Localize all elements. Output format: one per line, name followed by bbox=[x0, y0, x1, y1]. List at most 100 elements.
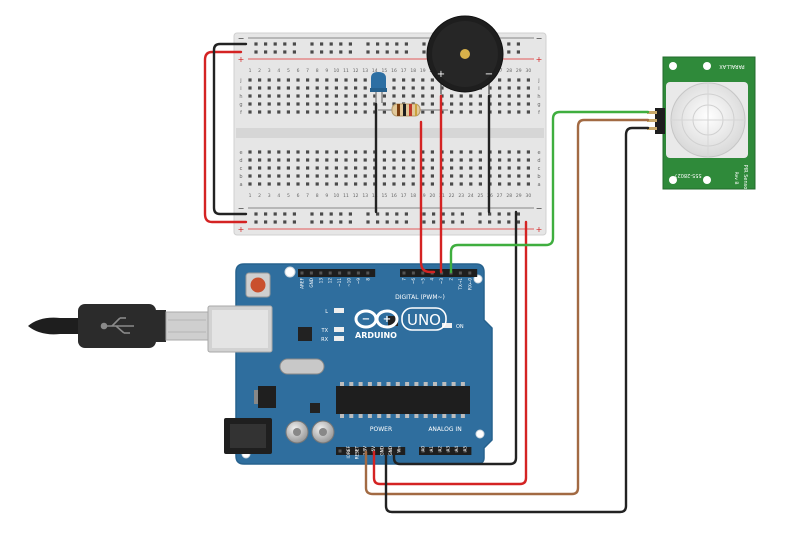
rail-hole[interactable] bbox=[348, 212, 352, 216]
terminal-hole[interactable] bbox=[392, 94, 396, 98]
rail-hole[interactable] bbox=[366, 50, 370, 54]
terminal-hole[interactable] bbox=[286, 102, 290, 106]
rail-hole[interactable] bbox=[329, 50, 333, 54]
terminal-hole[interactable] bbox=[306, 174, 310, 178]
header-pin[interactable] bbox=[388, 449, 392, 453]
reset-button-cap[interactable] bbox=[250, 277, 266, 293]
terminal-hole[interactable] bbox=[267, 102, 271, 106]
terminal-hole[interactable] bbox=[258, 110, 262, 114]
terminal-hole[interactable] bbox=[478, 166, 482, 170]
terminal-hole[interactable] bbox=[258, 182, 262, 186]
terminal-hole[interactable] bbox=[363, 78, 367, 82]
terminal-hole[interactable] bbox=[334, 174, 338, 178]
terminal-hole[interactable] bbox=[517, 158, 521, 162]
terminal-hole[interactable] bbox=[306, 182, 310, 186]
terminal-hole[interactable] bbox=[430, 158, 434, 162]
terminal-hole[interactable] bbox=[363, 182, 367, 186]
terminal-hole[interactable] bbox=[267, 158, 271, 162]
wire-black-rail-left[interactable] bbox=[212, 42, 248, 216]
rail-hole[interactable] bbox=[339, 50, 343, 54]
terminal-hole[interactable] bbox=[277, 166, 281, 170]
rail-hole[interactable] bbox=[310, 50, 314, 54]
terminal-hole[interactable] bbox=[315, 158, 319, 162]
terminal-hole[interactable] bbox=[286, 110, 290, 114]
terminal-hole[interactable] bbox=[296, 182, 300, 186]
terminal-hole[interactable] bbox=[258, 166, 262, 170]
header-pin[interactable] bbox=[346, 449, 350, 453]
terminal-hole[interactable] bbox=[315, 150, 319, 154]
rail-hole[interactable] bbox=[273, 50, 277, 54]
rail-hole[interactable] bbox=[339, 212, 343, 216]
terminal-hole[interactable] bbox=[507, 166, 511, 170]
terminal-hole[interactable] bbox=[315, 166, 319, 170]
terminal-hole[interactable] bbox=[248, 102, 252, 106]
rail-hole[interactable] bbox=[497, 212, 501, 216]
rail-hole[interactable] bbox=[516, 220, 520, 224]
terminal-hole[interactable] bbox=[392, 166, 396, 170]
terminal-hole[interactable] bbox=[286, 182, 290, 186]
terminal-hole[interactable] bbox=[248, 174, 252, 178]
terminal-hole[interactable] bbox=[507, 182, 511, 186]
terminal-hole[interactable] bbox=[267, 166, 271, 170]
pir-sensor[interactable]: PARALLAX PIR Sensor Rev B 555-28027 bbox=[647, 56, 756, 192]
terminal-hole[interactable] bbox=[469, 150, 473, 154]
terminal-hole[interactable] bbox=[277, 94, 281, 98]
header-pin[interactable] bbox=[438, 449, 442, 453]
rail-hole[interactable] bbox=[516, 50, 520, 54]
terminal-hole[interactable] bbox=[402, 174, 406, 178]
rail-hole[interactable] bbox=[404, 50, 408, 54]
terminal-hole[interactable] bbox=[325, 182, 329, 186]
terminal-hole[interactable] bbox=[306, 166, 310, 170]
terminal-hole[interactable] bbox=[248, 158, 252, 162]
rail-hole[interactable] bbox=[320, 50, 324, 54]
terminal-hole[interactable] bbox=[286, 94, 290, 98]
terminal-hole[interactable] bbox=[334, 110, 338, 114]
terminal-hole[interactable] bbox=[315, 94, 319, 98]
rail-hole[interactable] bbox=[395, 42, 399, 46]
terminal-hole[interactable] bbox=[507, 158, 511, 162]
terminal-hole[interactable] bbox=[306, 86, 310, 90]
terminal-hole[interactable] bbox=[334, 78, 338, 82]
terminal-hole[interactable] bbox=[334, 150, 338, 154]
terminal-hole[interactable] bbox=[498, 158, 502, 162]
terminal-hole[interactable] bbox=[421, 174, 425, 178]
piezo-buzzer[interactable]: + − bbox=[426, 15, 504, 94]
terminal-hole[interactable] bbox=[354, 150, 358, 154]
terminal-hole[interactable] bbox=[315, 102, 319, 106]
terminal-hole[interactable] bbox=[382, 158, 386, 162]
header-pin[interactable] bbox=[363, 449, 367, 453]
terminal-hole[interactable] bbox=[478, 158, 482, 162]
terminal-hole[interactable] bbox=[430, 110, 434, 114]
terminal-hole[interactable] bbox=[258, 86, 262, 90]
terminal-hole[interactable] bbox=[354, 166, 358, 170]
rail-hole[interactable] bbox=[254, 220, 258, 224]
rail-hole[interactable] bbox=[264, 220, 268, 224]
rail-hole[interactable] bbox=[310, 42, 314, 46]
terminal-hole[interactable] bbox=[450, 110, 454, 114]
terminal-hole[interactable] bbox=[526, 174, 530, 178]
rail-hole[interactable] bbox=[329, 42, 333, 46]
terminal-hole[interactable] bbox=[344, 86, 348, 90]
rail-hole[interactable] bbox=[478, 220, 482, 224]
header-pin[interactable] bbox=[366, 271, 370, 275]
rail-hole[interactable] bbox=[395, 220, 399, 224]
terminal-hole[interactable] bbox=[411, 150, 415, 154]
terminal-hole[interactable] bbox=[526, 166, 530, 170]
terminal-hole[interactable] bbox=[286, 158, 290, 162]
terminal-hole[interactable] bbox=[440, 86, 444, 90]
terminal-hole[interactable] bbox=[507, 86, 511, 90]
terminal-hole[interactable] bbox=[344, 150, 348, 154]
terminal-hole[interactable] bbox=[402, 182, 406, 186]
terminal-hole[interactable] bbox=[459, 110, 463, 114]
terminal-hole[interactable] bbox=[526, 78, 530, 82]
terminal-hole[interactable] bbox=[488, 86, 492, 90]
terminal-hole[interactable] bbox=[478, 174, 482, 178]
terminal-hole[interactable] bbox=[498, 110, 502, 114]
terminal-hole[interactable] bbox=[498, 94, 502, 98]
rail-hole[interactable] bbox=[320, 212, 324, 216]
rail-hole[interactable] bbox=[422, 212, 426, 216]
terminal-hole[interactable] bbox=[344, 78, 348, 82]
terminal-hole[interactable] bbox=[526, 102, 530, 106]
terminal-hole[interactable] bbox=[267, 78, 271, 82]
terminal-hole[interactable] bbox=[354, 78, 358, 82]
